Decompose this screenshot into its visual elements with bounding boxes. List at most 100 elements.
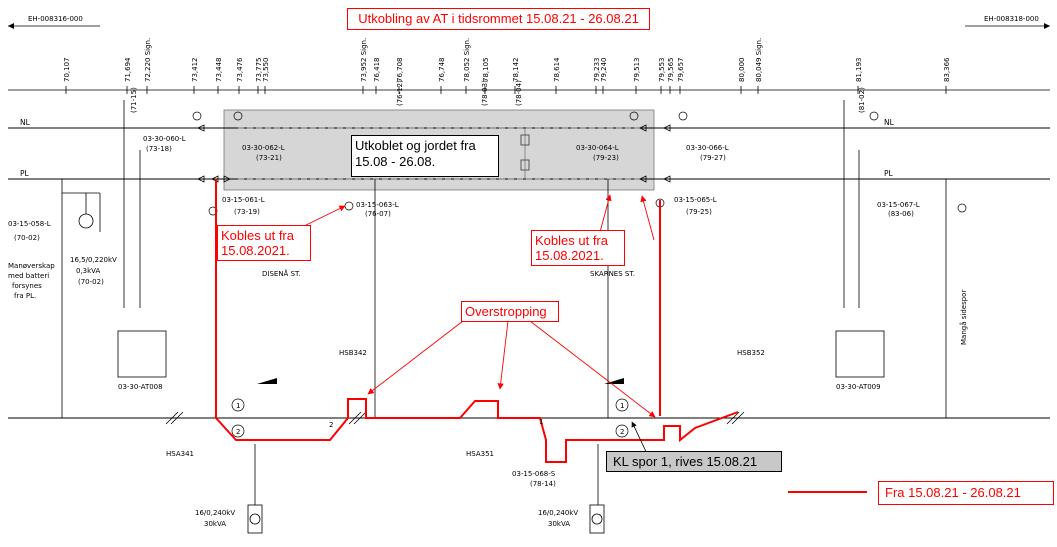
label-nodes-inner3: (78-04) — [515, 80, 523, 106]
chainage-label: 79,513 — [633, 58, 641, 83]
label-track_labels-0: 1 — [236, 402, 240, 410]
line-ref-right: EH-008318-000 — [965, 15, 1050, 29]
chainage-label: 80,049 Sign. — [755, 38, 763, 82]
chainage-label: 78,105 — [482, 58, 490, 83]
label-nodes-f064_sub: (79-23) — [593, 154, 619, 162]
transformer-bottom-right — [589, 504, 605, 534]
label-transformer_left-v: 16,5/0,220kV — [70, 256, 117, 264]
chainage-label: 81,193 — [855, 58, 863, 83]
svg-text:EH-008316-000: EH-008316-000 — [28, 15, 83, 23]
section-breaks — [165, 411, 745, 425]
chainage-label: 79,553 — [658, 58, 666, 83]
label-nodes-inner2: (78-03) — [481, 80, 489, 106]
pl-label-left: PL — [20, 169, 30, 178]
chainage-label: 83,366 — [943, 57, 951, 82]
chainage-label: 73,952 Sign. — [360, 38, 368, 82]
nl-label-left: NL — [20, 118, 31, 127]
label-nodes-f058: 03-15-058-L — [8, 220, 51, 228]
label-nodes-f064: 03-30-064-L — [576, 144, 619, 152]
chainage-label: 73,412 — [191, 58, 199, 83]
label-transformer_left-p: 0,3kVA — [76, 267, 101, 275]
chainage-label: 78,052 Sign. — [463, 38, 471, 82]
label-hsa341: HSA341 — [166, 450, 194, 458]
pl-label-right: PL — [884, 169, 894, 178]
annotation-arrows — [299, 194, 656, 418]
label-maneverskap-2: forsynes — [12, 282, 42, 290]
at-box-right — [835, 330, 885, 378]
kobles-note-right: Kobles ut fra 15.08.2021. — [531, 230, 625, 266]
label-nodes-f062: 03-30-062-L — [242, 144, 285, 152]
label-nodes-f067: 03-15-067-L — [877, 201, 920, 209]
chainage-label: 72,220 Sign. — [144, 38, 152, 82]
chainage-label: 73,476 — [236, 57, 244, 82]
label-stations-disena: DISENÅ ST. — [262, 269, 301, 278]
transformer-bottom-left-icon — [249, 513, 261, 525]
chainage-label: 73,448 — [215, 58, 223, 83]
kobles-note-left: Kobles ut fra 15.08.2021. — [217, 225, 311, 261]
label-sidespor: Mangå sidespor — [959, 290, 968, 345]
chainage-label: 79,240 — [600, 58, 608, 83]
label-maneverskap-1: med batteri — [8, 272, 49, 280]
label-nodes-f060_sub: (73-18) — [146, 145, 172, 153]
kl-spor-note: KL spor 1, rives 15.08.21 — [606, 451, 782, 472]
feeders — [61, 100, 947, 505]
label-hsb352: HSB352 — [737, 349, 765, 357]
nl-label-right: NL — [884, 118, 895, 127]
transformer-icon-left — [78, 213, 94, 229]
label-nodes-f058_sub: (70-02) — [14, 234, 40, 242]
label-transformer_left-id: (70-02) — [78, 278, 104, 286]
chainage-label: 73,775 — [255, 58, 263, 83]
disconnected-note: Utkoblet og jordet fra 15.08 - 26.08. — [351, 135, 499, 177]
chainage-label: 78,614 — [553, 57, 561, 82]
svg-text:EH-008318-000: EH-008318-000 — [984, 15, 1039, 23]
label-track_labels-2: 2 — [329, 421, 333, 429]
line-ref-left: EH-008316-000 — [8, 15, 100, 29]
chainage-labels: 70,107 71,694 72,220 Sign. 73,412 73,448 73,4… — [63, 38, 951, 94]
label-maneverskap-0: Manøverskap — [8, 262, 55, 270]
label-nodes-f065: 03-15-065-L — [674, 196, 717, 204]
label-track_labels-3: 1 — [539, 418, 543, 426]
label-tr_bottom-v: 16/0,240kV — [195, 509, 235, 517]
label-nodes-f067_sub: (83-06) — [888, 210, 914, 218]
chainage-label: 76,748 — [438, 58, 446, 83]
label-nodes-f065_sub: (79-25) — [686, 208, 712, 216]
signal-left-icon — [257, 378, 277, 384]
label-nodes-f060: 03-30-060-L — [143, 135, 186, 143]
chainage-label: 73,550 — [262, 58, 270, 83]
label-track_labels-4: 1 — [620, 402, 624, 410]
chainage-label: 70,107 — [63, 58, 71, 83]
overstropping-note: Overstropping — [461, 301, 559, 322]
label-nodes-f068: 03-15-068-S — [512, 470, 556, 478]
label-nodes-left_small: (71-15) — [130, 87, 138, 113]
inner-fuse-icon-2 — [520, 159, 530, 171]
signal-right-icon — [604, 378, 624, 384]
motor-icons — [192, 111, 967, 216]
label-nodes-f068_sub: (78-14) — [530, 480, 556, 488]
label-hsa351: HSA351 — [466, 450, 494, 458]
label-maneverskap-3: fra PL. — [14, 292, 36, 300]
label-nodes-f063: 03-15-063-L — [356, 201, 399, 209]
chainage-label: 71,694 — [124, 57, 132, 82]
chainage-label: 79,233 — [593, 58, 601, 83]
label-at_right: 03-30-AT009 — [836, 383, 881, 391]
label-nodes-f061: 03-15-061-L — [222, 196, 265, 204]
chainage-label: 76,708 — [396, 58, 404, 83]
label-nodes-f066_sub: (79-27) — [700, 154, 726, 162]
label-tr_bottom-p: 30kVA — [548, 520, 570, 528]
label-stations-skarnes: SKARNES ST. — [590, 270, 635, 278]
chainage-label: 76,418 — [373, 58, 381, 83]
transformer-bottom-right-icon — [591, 513, 603, 525]
chainage-label: 80,000 — [738, 58, 746, 83]
label-at_left: 03-30-AT008 — [118, 383, 163, 391]
red-route — [215, 179, 867, 493]
label-nodes-f062_sub: (73-21) — [256, 154, 282, 162]
chainage-label: 79,657 — [677, 58, 685, 83]
label-nodes-f061_sub: (73-19) — [234, 208, 260, 216]
legend-note: Fra 15.08.21 - 26.08.21 — [878, 481, 1054, 505]
inner-fuse-icon — [520, 134, 530, 146]
track-circles — [231, 398, 629, 438]
label-track_labels-1: 2 — [236, 428, 240, 436]
chainage-label: 79,565 — [667, 58, 675, 83]
label-nodes-right_small: (81-02) — [858, 87, 866, 113]
